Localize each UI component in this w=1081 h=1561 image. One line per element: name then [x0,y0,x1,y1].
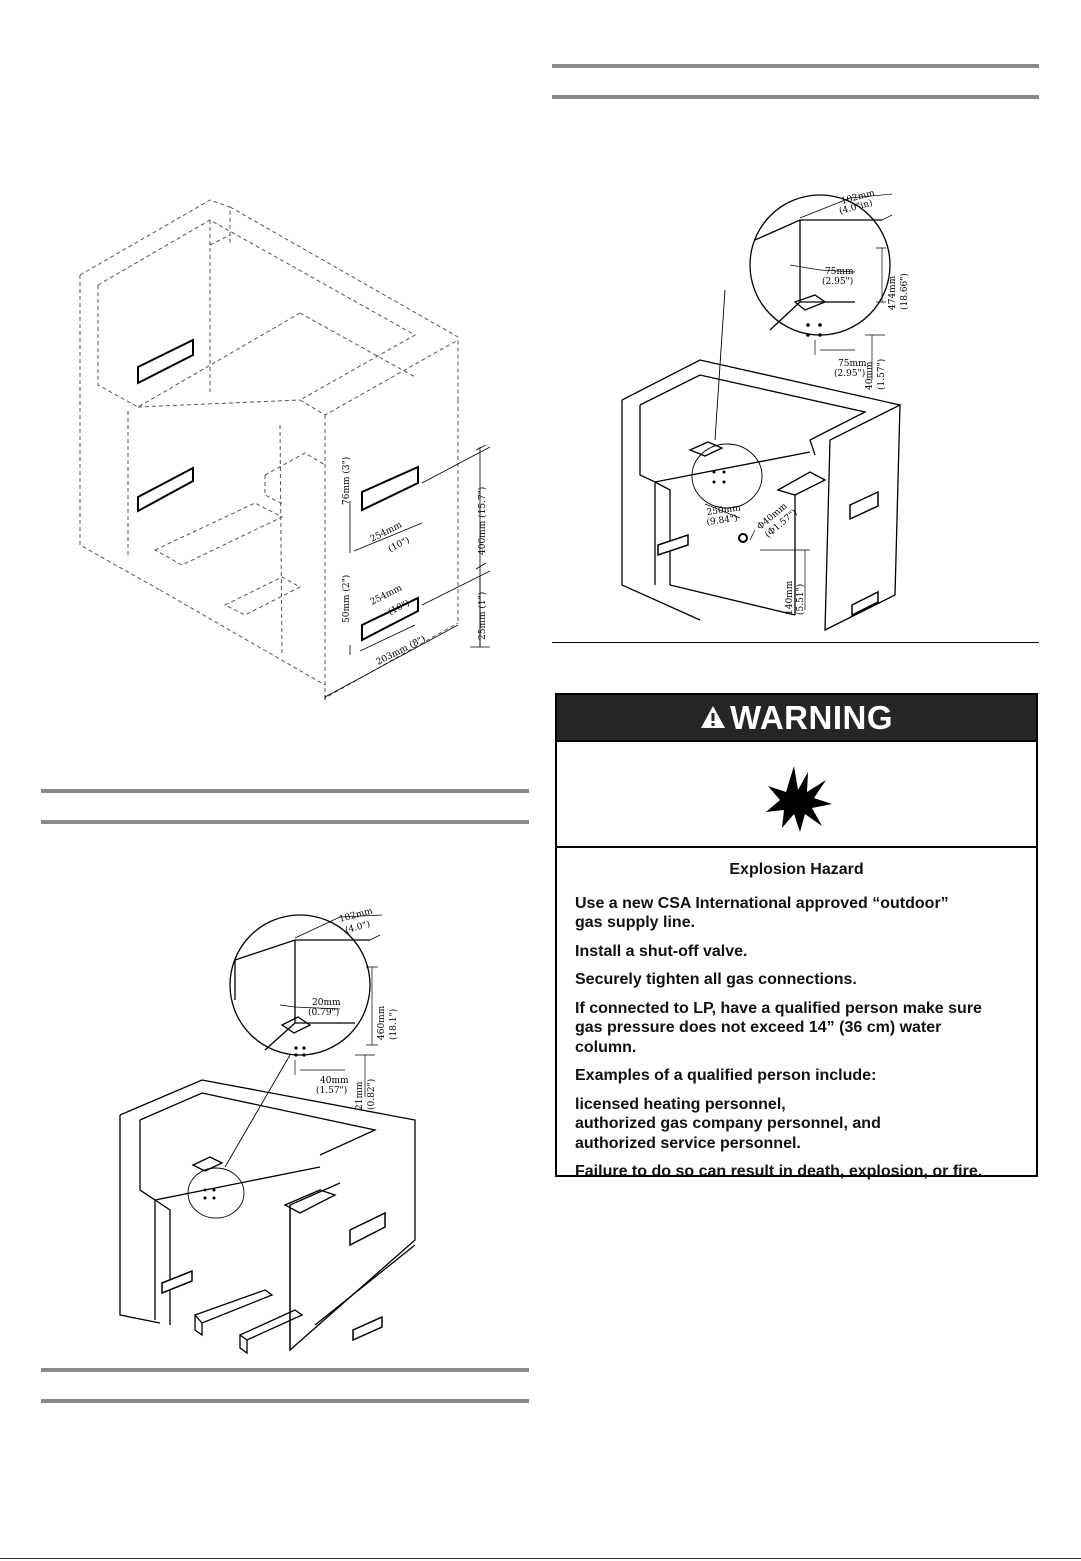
warning-title: Explosion Hazard [729,861,864,878]
warning-symbol-area [557,742,1036,848]
island-gas-hole-diagram: 102mm (4.0"in) 75mm (2.95") 474mm (18.66… [621,188,910,632]
warning-item-tighten: Securely tighten all gas connections. [575,971,857,988]
dim-400mm-label: 400mm (15.7") [477,487,488,555]
page-bottom-line [0,1558,1081,1559]
dim-474mm-label: 474mm [888,275,898,310]
section-rule-bottom-left-2 [41,1399,529,1403]
dim-460mm-label: 460mm [377,1005,387,1040]
dim-40mm-inch: (1.57") [316,1085,347,1096]
dim-250mm-label: 250mm [706,503,742,518]
warning-text: Use a new CSA International approved “ou… [575,894,949,912]
warning-item-lp: If connected to LP, have a qualified per… [575,999,1018,1058]
dim-50mm-label: 50mm (2") [341,575,352,623]
dim-75mm-a-label: 75mm [825,267,854,277]
dim-76mm-label: 76mm (3") [341,457,352,505]
warning-item-failure: Failure to do so can result in death, ex… [575,1163,983,1180]
warning-text: gas pressure does not exceed 14” (36 cm)… [575,1019,942,1036]
dim-21mm-inch: (0.82") [366,1079,377,1110]
warning-header-text: WARNING [730,698,893,736]
dim-40mm-label: 40mm [865,361,875,390]
dim-75mm-b-label: 75mm [838,359,867,369]
island-cutout-diagram: 76mm (3") 254mm (10") 400mm (15.7") 50mm… [79,199,491,700]
dim-40mm-label: 40mm [320,1076,349,1086]
dim-20mm-inch: (0.79") [308,1007,339,1018]
section-rule-top-right-2 [552,95,1039,99]
section-rule-top-right-1 [552,64,1039,68]
warning-item-examples: Examples of a qualified person include: [575,1067,877,1084]
dim-140mm-inch: (5.51") [795,584,806,615]
dim-250mm-inch: (9.84") [706,513,738,528]
dim-460mm-inch: (18.1") [388,1009,399,1040]
dim-75mm-b-inch: (2.95") [834,368,865,379]
explosion-icon [766,766,832,832]
dim-25mm-label: 25mm (1") [477,592,488,640]
warning-text: If connected to LP, have a qualified per… [575,999,982,1017]
warning-box: WARNING Explosion Hazard Use a new CSA I… [555,693,1038,1180]
dim-474mm-inch: (18.66") [899,273,910,310]
warning-text: authorized gas company personnel, and [575,1115,881,1132]
dim-75mm-a-inch: (2.95") [822,276,853,287]
section-rule-mid-left-2 [41,820,529,824]
dim-21mm-label: 21mm [355,1081,365,1110]
warning-item-personnel: licensed heating personnel, authorized g… [575,1095,1018,1154]
section-rule-bottom-left-1 [41,1368,529,1372]
island-support-diagram: 102mm (4.0") 20mm (0.79") 460mm (18.1") … [119,906,416,1355]
warning-item-supply-line: Use a new CSA International approved “ou… [575,894,1018,933]
figure-divider-line [552,642,1039,643]
warning-triangle-icon [700,699,726,737]
warning-header: WARNING [557,695,1036,742]
dim-254mm-a-inch: (10") [386,535,411,555]
dim-203mm-label: 203mm (8") [374,633,427,667]
warning-item-shutoff: Install a shut-off valve. [575,942,748,960]
dim-40mm-inch: (1.57") [876,359,887,390]
warning-text: column. [575,1038,637,1056]
warning-body: Explosion Hazard Use a new CSA Internati… [557,848,1036,1182]
section-rule-mid-left-1 [41,789,529,793]
dim-20mm-label: 20mm [312,998,341,1008]
warning-text: authorized service personnel. [575,1134,801,1152]
warning-text: licensed heating personnel, [575,1095,786,1113]
dim-140mm-label: 140mm [785,580,795,615]
warning-text: gas supply line. [575,914,696,931]
